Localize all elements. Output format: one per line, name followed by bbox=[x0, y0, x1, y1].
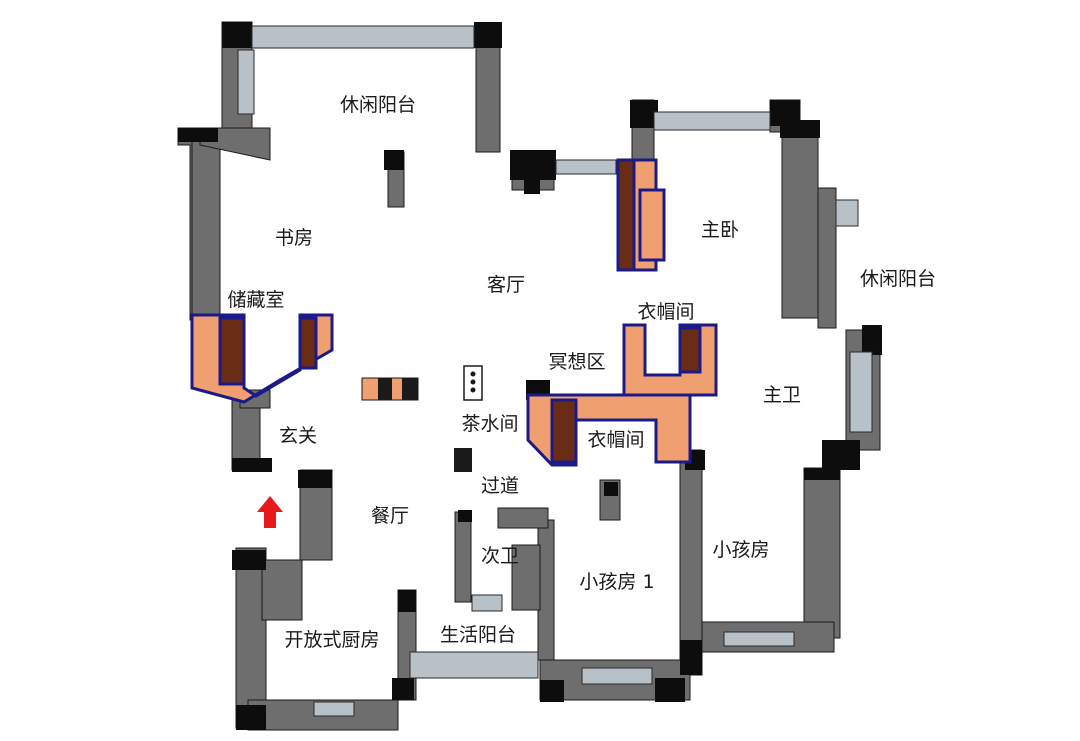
pillar bbox=[454, 448, 472, 472]
room-label-kids-room-1: 小孩房 1 bbox=[579, 571, 654, 593]
room-label-cloakroom-mid: 衣帽间 bbox=[587, 429, 644, 451]
room-label-kitchen: 开放式厨房 bbox=[284, 629, 379, 651]
room-labels: 休闲阳台 书房 客厅 主卧 休闲阳台 储藏室 衣帽间 冥想区 主卫 茶水间 衣帽… bbox=[227, 94, 936, 651]
windows bbox=[237, 25, 873, 717]
room-label-second-bath: 次卫 bbox=[481, 545, 519, 567]
wall-tops bbox=[178, 22, 882, 730]
room-label-corridor: 过道 bbox=[481, 475, 519, 497]
room-label-kids-room-right: 小孩房 bbox=[712, 539, 769, 561]
room-label-storage: 储藏室 bbox=[227, 289, 284, 311]
room-label-cloakroom-top: 衣帽间 bbox=[637, 301, 694, 323]
room-label-dining: 餐厅 bbox=[371, 505, 409, 527]
tea-device-dot bbox=[470, 387, 476, 393]
tea-device-dot bbox=[470, 371, 476, 377]
room-label-master-bath: 主卫 bbox=[763, 384, 801, 406]
room-label-master-bedroom: 主卧 bbox=[701, 219, 739, 241]
wardrobes bbox=[190, 158, 718, 467]
room-label-study: 书房 bbox=[275, 227, 313, 249]
room-label-meditation: 冥想区 bbox=[548, 351, 605, 373]
room-label-tea-room: 茶水间 bbox=[461, 413, 518, 435]
entry-arrow-icon bbox=[257, 496, 283, 528]
room-label-leisure-balcony-right: 休闲阳台 bbox=[860, 268, 936, 290]
room-label-leisure-balcony-top: 休闲阳台 bbox=[340, 94, 416, 116]
tea-device-dot bbox=[470, 379, 476, 385]
room-label-entrance: 玄关 bbox=[279, 425, 317, 447]
room-label-living-room: 客厅 bbox=[487, 274, 525, 296]
room-label-utility-balcony: 生活阳台 bbox=[440, 624, 516, 646]
